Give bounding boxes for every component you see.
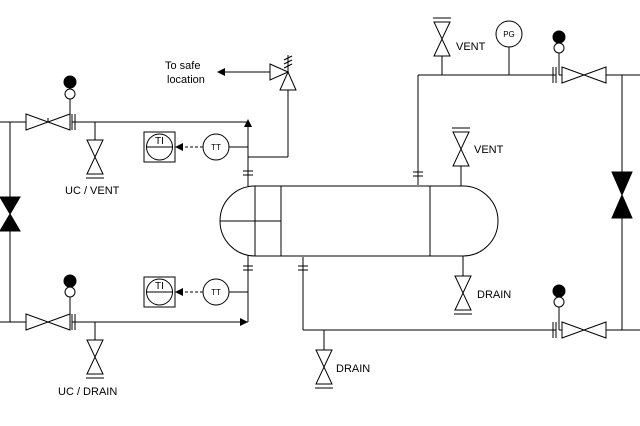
bypass-valve-left[interactable] bbox=[0, 196, 21, 232]
vent-valve-top[interactable] bbox=[433, 17, 451, 57]
uc-drain-label: UC / DRAIN bbox=[58, 386, 117, 398]
uc-drain-valve[interactable] bbox=[86, 339, 104, 379]
drain-valve-shell[interactable] bbox=[454, 275, 472, 315]
motor-valve-left-bottom[interactable] bbox=[25, 274, 77, 331]
drain-label-shell: DRAIN bbox=[477, 289, 511, 301]
to-safe-location-label-line1: To safe bbox=[165, 60, 200, 72]
pg-label: PG bbox=[503, 30, 515, 39]
to-safe-location-label-line2: location bbox=[167, 74, 205, 86]
uc-vent-label: UC / VENT bbox=[65, 185, 120, 197]
motor-valve-right-top[interactable] bbox=[552, 30, 607, 84]
bypass-valve-right[interactable] bbox=[611, 171, 633, 219]
vent-valve-shell[interactable] bbox=[452, 127, 470, 167]
nozzle-flanges bbox=[71, 67, 557, 338]
vent-label-shell: VENT bbox=[474, 144, 504, 156]
tt-label-bottom: TT bbox=[211, 288, 221, 297]
relief-valve[interactable] bbox=[217, 55, 297, 91]
motor-valve-right-bottom[interactable] bbox=[552, 284, 607, 339]
drain-label-lower: DRAIN bbox=[336, 363, 370, 375]
temperature-indicator-top: TI bbox=[143, 131, 176, 163]
heat-exchanger bbox=[219, 185, 499, 257]
tt-label-top: TT bbox=[211, 143, 221, 152]
piping bbox=[0, 47, 640, 350]
uc-vent-valve[interactable] bbox=[86, 139, 104, 179]
temperature-indicator-bottom: TI bbox=[143, 276, 176, 308]
drain-valve-lower[interactable] bbox=[315, 349, 333, 389]
pressure-gauge: PG bbox=[495, 20, 523, 48]
vent-label-top: VENT bbox=[456, 41, 486, 53]
ti-label-top: TI bbox=[155, 136, 164, 147]
temperature-transmitter-top: TT bbox=[175, 133, 248, 161]
motor-valve-left-top[interactable] bbox=[25, 75, 77, 131]
temperature-transmitter-bottom: TT bbox=[175, 278, 248, 306]
ti-label-bottom: TI bbox=[155, 281, 164, 292]
